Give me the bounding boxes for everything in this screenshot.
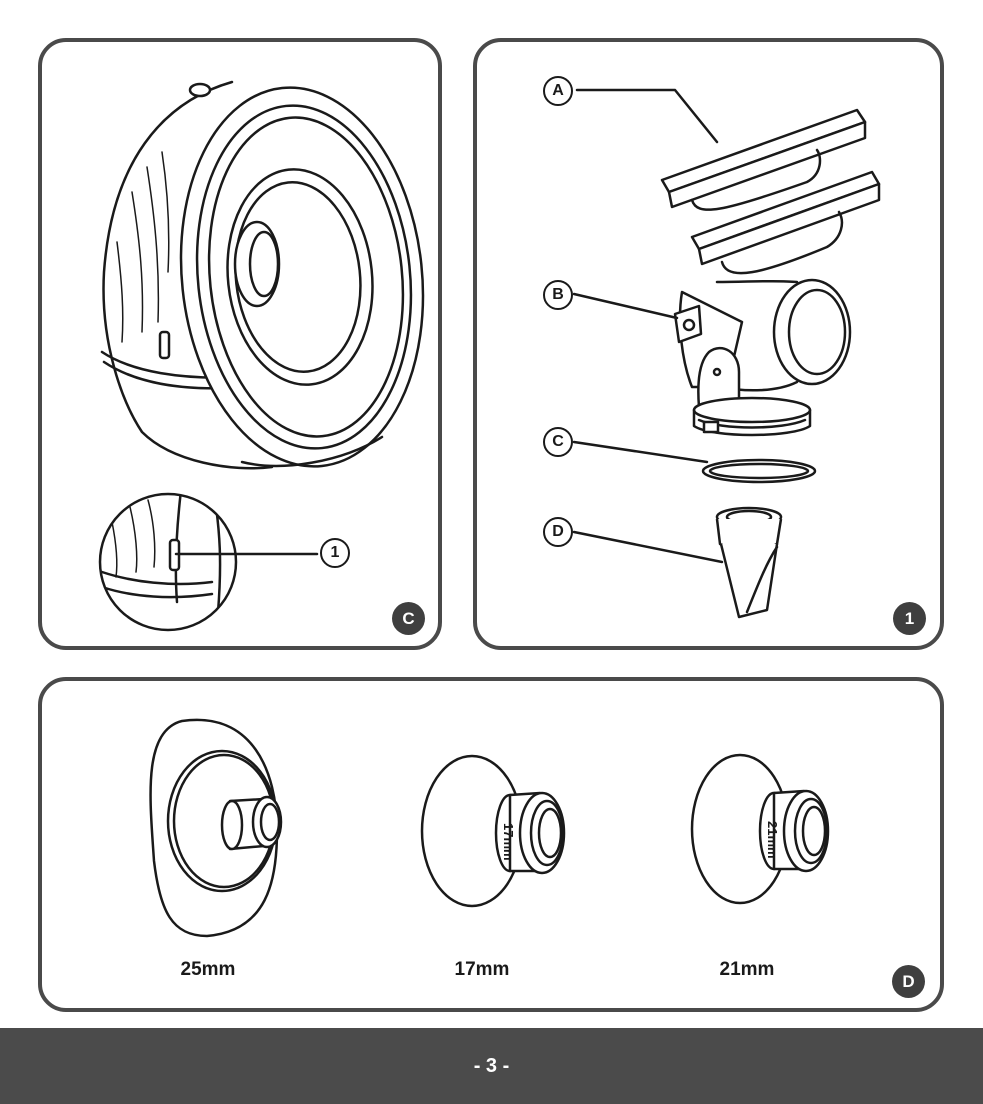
flange-size-label-25mm: 25mm [148, 959, 268, 981]
flange-25mm-drawing [151, 720, 281, 936]
page-number: - 3 - [474, 1055, 510, 1078]
flange-size-label-21mm: 21mm [687, 959, 807, 981]
panel-badge-d: D [892, 965, 925, 998]
panel-pump-body: 1 C [38, 38, 442, 650]
callout-1: 1 [320, 538, 350, 568]
flange-21mm-marking: 21mm [765, 821, 780, 859]
flange-21mm-drawing: 21mm [692, 755, 828, 903]
panel-exploded-parts: A B C D 1 [473, 38, 944, 650]
panel-badge-1: 1 [893, 602, 926, 635]
panel-badge-c: C [392, 602, 425, 635]
flange-17mm-drawing: 17mm [422, 756, 564, 906]
panel-flange-sizes: 17mm 21mm 25mm 17mm 21mm D [38, 677, 944, 1012]
exploded-parts-illustration [477, 42, 940, 646]
callout-b: B [543, 280, 573, 310]
callout-c: C [543, 427, 573, 457]
flange-size-label-17mm: 17mm [422, 959, 542, 981]
flange-17mm-marking: 17mm [501, 823, 516, 861]
page-footer: - 3 - [0, 1028, 983, 1104]
callout-a: A [543, 76, 573, 106]
callout-d: D [543, 517, 573, 547]
pump-body-illustration [42, 42, 438, 646]
